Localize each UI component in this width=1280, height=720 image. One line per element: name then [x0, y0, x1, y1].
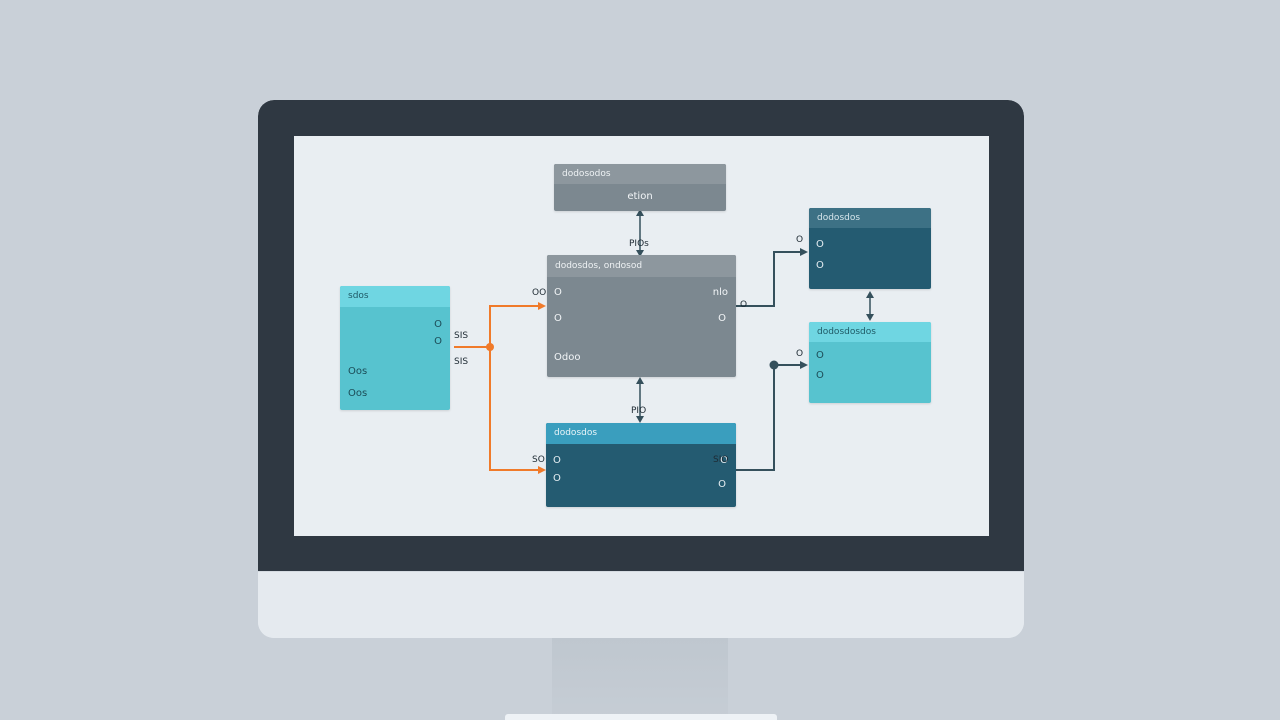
- monitor-stand-neck: [552, 638, 728, 720]
- node-center-port-in-1: O: [554, 287, 562, 298]
- label-center-in: OO: [532, 288, 547, 298]
- arrowhead-down: [636, 250, 644, 257]
- node-bottom[interactable]: dodosdos O O O O: [546, 423, 736, 507]
- node-center-footer: Odoo: [554, 352, 581, 363]
- wire-left-center: [454, 305, 544, 348]
- node-bottom-header: dodosdos: [546, 423, 736, 444]
- arrowhead-down: [636, 416, 644, 423]
- screen: dodosodos etion dodosdos, ondosod O O nl…: [294, 136, 989, 536]
- monitor-stand-base: [505, 714, 777, 720]
- node-center[interactable]: dodosdos, ondosod O O nlo O Odoo: [547, 255, 736, 377]
- node-top[interactable]: dodosodos etion: [554, 164, 726, 211]
- label-right-bottom-in: O: [796, 349, 804, 359]
- node-bottom-port-in-2: O: [553, 473, 561, 484]
- arrowhead-right: [800, 248, 808, 256]
- node-center-port-in-2: O: [554, 313, 562, 324]
- node-left[interactable]: sdos O O Oos Oos: [340, 286, 450, 410]
- arrowhead-down: [866, 314, 874, 321]
- label-top-link: PIOs: [629, 239, 649, 249]
- node-right-top-port-2: O: [816, 260, 824, 271]
- label-right-top-in: O: [796, 235, 804, 245]
- arrowhead-right: [538, 466, 546, 474]
- wire-bottom-rightbottom: [736, 364, 806, 471]
- label-bottom-out: SIO: [713, 455, 729, 465]
- arrowhead-up: [636, 377, 644, 384]
- monitor: dodosodos etion dodosdos, ondosod O O nl…: [258, 100, 1024, 638]
- arrowhead-right: [800, 361, 808, 369]
- junction-dot: [769, 360, 779, 370]
- node-center-port-out-2: O: [718, 313, 726, 324]
- label-bottom-link: PIO: [631, 406, 647, 416]
- arrowhead-up: [636, 209, 644, 216]
- label-left-out-2: SIS: [454, 357, 469, 367]
- node-center-header: dodosdos, ondosod: [547, 255, 736, 277]
- node-left-port-out-1: O: [434, 319, 442, 330]
- junction-dot: [486, 343, 494, 351]
- label-center-out: O: [740, 300, 748, 310]
- node-right-bottom-port-2: O: [816, 370, 824, 381]
- node-left-row-1: Oos: [348, 366, 368, 377]
- node-right-top[interactable]: dodosdos O O: [809, 208, 931, 289]
- node-bottom-port-out-2: O: [718, 479, 726, 490]
- node-left-header: sdos: [340, 286, 450, 307]
- arrowhead-right: [538, 302, 546, 310]
- node-right-top-port-1: O: [816, 239, 824, 250]
- node-left-port-out-2: O: [434, 336, 442, 347]
- label-bottom-in: SO: [532, 455, 545, 465]
- node-bottom-port-in-1: O: [553, 455, 561, 466]
- label-left-out: SIS: [454, 331, 469, 341]
- node-top-header: dodosodos: [554, 164, 726, 184]
- arrowhead-up: [866, 291, 874, 298]
- node-center-port-out-1: nlo: [712, 287, 728, 298]
- node-right-top-header: dodosdos: [809, 208, 931, 228]
- node-bottom-port-out-1: O: [720, 455, 728, 466]
- wire-left-bottom: [489, 347, 544, 471]
- node-top-body: etion: [627, 191, 653, 202]
- node-right-bottom[interactable]: dodosdosdos O O: [809, 322, 931, 403]
- wire-center-righttop: [736, 251, 806, 307]
- node-right-bottom-port-1: O: [816, 350, 824, 361]
- node-right-bottom-header: dodosdosdos: [809, 322, 931, 342]
- connection-wires: [454, 209, 874, 474]
- monitor-chin: [258, 571, 1024, 638]
- node-left-row-2: Oos: [348, 388, 368, 399]
